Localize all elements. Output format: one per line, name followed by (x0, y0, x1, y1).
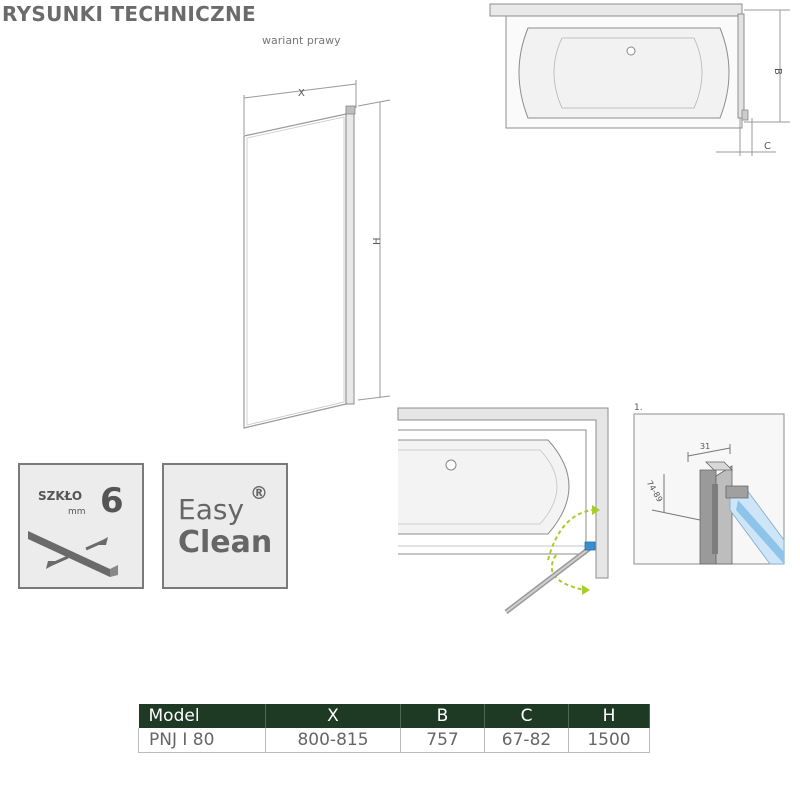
glass-panel-outline (243, 113, 347, 429)
glass-thickness-badge: SZKŁO mm 6 (18, 463, 144, 589)
panel-front-view: X H (243, 80, 391, 429)
bath-swing-view (397, 407, 609, 614)
page-title: RYSUNKI TECHNICZNE (2, 2, 256, 26)
drain-circle (626, 46, 636, 56)
spec-header-x: X (265, 704, 401, 728)
easy-clean-line2: Clean (178, 525, 273, 560)
easy-clean-line1: Easy (178, 493, 245, 526)
h-dimension-label: H (372, 237, 383, 245)
c-dimension-label: C (764, 141, 771, 152)
glass-value: 6 (100, 481, 124, 521)
spec-header-model: Model (138, 704, 266, 728)
profile-detail: 1. 31 74-89 (633, 403, 785, 565)
table-row: PNJ I 80 800-815 757 67-82 1500 (138, 728, 650, 753)
glass-thickness-icon (28, 531, 118, 577)
panel-top-profile (737, 13, 745, 119)
swing-arrow-in (547, 509, 593, 561)
spec-header-c: C (484, 704, 569, 728)
easy-clean-badge: Easy ® Clean (162, 463, 288, 589)
spec-cell-h: 1500 (568, 728, 650, 753)
hinge-marker (584, 541, 596, 551)
glass-unit: mm (68, 507, 86, 517)
x-dimension-label: X (298, 88, 305, 99)
spec-cell-x: 800-815 (265, 728, 401, 753)
b-dimension-label: B (772, 68, 783, 75)
bath-top-view: B C (489, 3, 790, 156)
bath-basin (518, 27, 730, 119)
spec-cell-model: PNJ I 80 (138, 728, 266, 753)
detail-number: 1. (634, 403, 643, 413)
wall-profile (345, 109, 355, 405)
variant-label: wariant prawy (262, 34, 341, 47)
registered-mark-icon: ® (250, 483, 268, 504)
spec-table: Model X B C H PNJ I 80 800-815 757 67-82… (138, 704, 650, 753)
spec-header-b: B (400, 704, 485, 728)
x-dimension-line (243, 83, 357, 99)
spec-cell-c: 67-82 (484, 728, 569, 753)
detail-width-label: 31 (700, 442, 710, 451)
spec-header-h: H (568, 704, 650, 728)
glass-word: SZKŁO (38, 489, 83, 503)
wall-corner (397, 407, 609, 579)
spec-table-header-row: Model X B C H (138, 704, 650, 728)
bath-basin-side (398, 439, 570, 535)
spec-cell-b: 757 (400, 728, 485, 753)
